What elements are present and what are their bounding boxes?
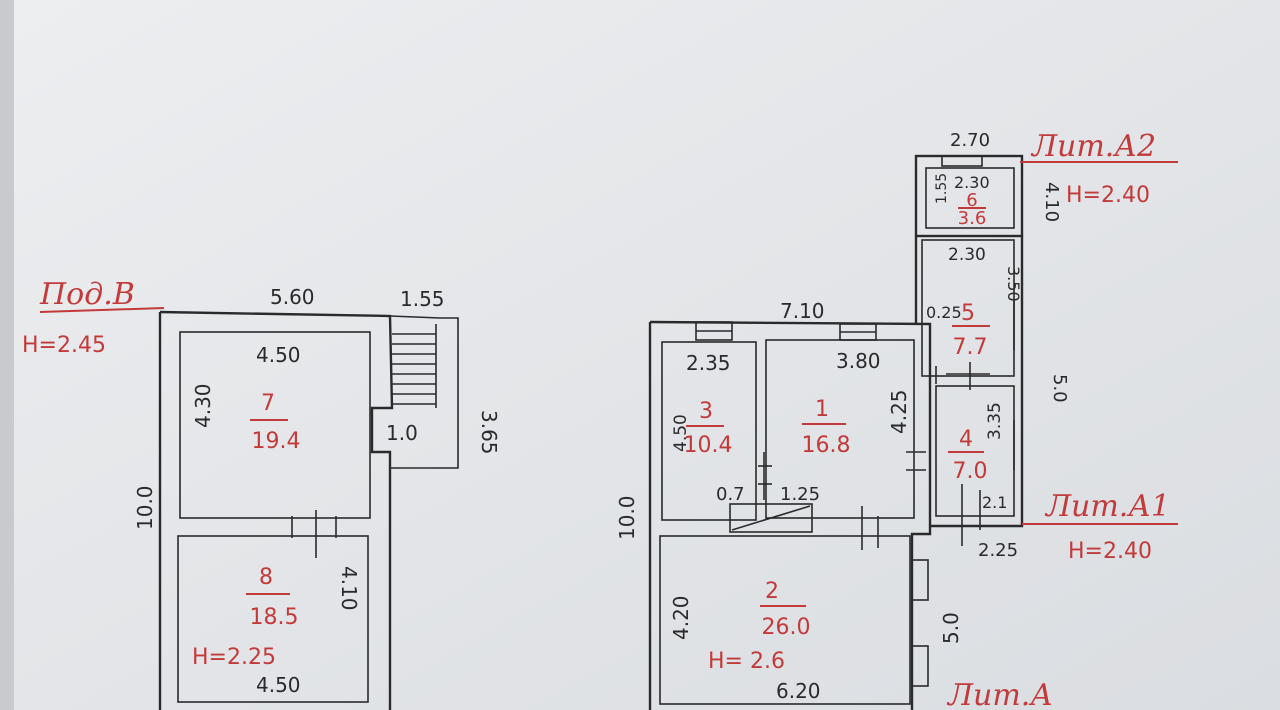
paper-left-edge <box>0 0 14 710</box>
room-3-outline <box>661 341 757 521</box>
room-8-label: 8 18.5 <box>246 565 298 630</box>
dim-3-50: 3.50 <box>1004 266 1023 302</box>
dim-1-0: 1.0 <box>386 421 418 445</box>
room-7-number: 7 <box>261 391 275 416</box>
dim-10-0-basement: 10.0 <box>133 485 157 530</box>
room-6-area: 3.6 <box>958 208 987 229</box>
room-1-area: 16.8 <box>802 433 851 458</box>
door-room7-room8 <box>291 510 337 558</box>
stair-steps <box>392 324 437 408</box>
dim-5-0-room2: 5.0 <box>939 612 963 644</box>
room-3-area: 10.4 <box>684 433 733 458</box>
label-h-basement: H=2.45 <box>22 333 106 358</box>
dim-6-20: 6.20 <box>776 679 821 703</box>
dim-2-35: 2.35 <box>686 351 731 375</box>
dim-1-55-room6: 1.55 <box>934 173 950 204</box>
label-h-room2: H= 2.6 <box>708 649 785 674</box>
room-3-number: 3 <box>699 399 713 424</box>
room-6-outline <box>925 167 1015 229</box>
dim-10-0-house: 10.0 <box>615 495 639 540</box>
room-4-number: 4 <box>959 427 973 452</box>
dim-2-25: 2.25 <box>978 540 1018 561</box>
dim-0-25: 0.25 <box>926 303 962 322</box>
house-windows <box>695 321 929 687</box>
room-8-outline <box>177 535 369 703</box>
room-3-label: 3 10.4 <box>684 399 733 458</box>
label-lit-a1: Лит.А1 <box>1044 489 1170 524</box>
dim-2-1: 2.1 <box>982 493 1007 512</box>
room-5-area: 7.7 <box>953 335 988 360</box>
room-6-label: 6 3.6 <box>958 190 987 229</box>
label-h-a2: H=2.40 <box>1066 183 1150 208</box>
room-2-number: 2 <box>765 579 779 604</box>
dim-2-70: 2.70 <box>950 130 990 151</box>
dim-4-25: 4.25 <box>887 389 911 434</box>
room-8-area: 18.5 <box>250 605 299 630</box>
house-doors <box>729 451 926 550</box>
label-lit-a2: Лит.А2 <box>1030 129 1156 164</box>
dim-7-10: 7.10 <box>780 299 825 323</box>
dim-3-35: 3.35 <box>985 402 1005 440</box>
room-5-number: 5 <box>961 301 975 326</box>
dim-3-80: 3.80 <box>836 349 881 373</box>
label-podval: Под.В <box>39 277 135 312</box>
underline-podval <box>39 307 165 313</box>
window-room-6 <box>941 155 983 167</box>
extension-plan <box>914 154 1024 546</box>
room-7-label: 7 19.4 <box>250 391 300 454</box>
room-6-number: 6 <box>966 190 977 211</box>
dim-5-60: 5.60 <box>270 285 315 309</box>
room-2-area: 26.0 <box>762 615 811 640</box>
room-2-label: 2 26.0 <box>760 579 810 640</box>
stair-enclosure <box>389 315 459 469</box>
extension-openings <box>935 300 1015 546</box>
room-8-number: 8 <box>259 565 273 590</box>
dim-1-55: 1.55 <box>400 287 445 311</box>
room-1-number: 1 <box>815 397 829 422</box>
dim-0-7: 0.7 <box>716 484 745 505</box>
dim-4-10-extension: 4.10 <box>1041 182 1062 222</box>
dim-4-50-room3: 4.50 <box>671 414 691 452</box>
room-1-label: 1 16.8 <box>802 397 851 458</box>
dim-4-50-room8: 4.50 <box>256 673 301 697</box>
room-4-label: 4 7.0 <box>948 427 988 484</box>
label-lit-a: Лит.А <box>946 678 1053 710</box>
dim-5-0-extension: 5.0 <box>1049 374 1070 403</box>
dim-4-20: 4.20 <box>669 595 693 640</box>
room-7-outline <box>179 331 371 519</box>
room-7-area: 19.4 <box>252 429 301 454</box>
dim-3-65: 3.65 <box>477 410 501 455</box>
dim-4-30: 4.30 <box>191 383 215 428</box>
extension-walls <box>914 236 1024 528</box>
label-h-room8: H=2.25 <box>192 645 276 670</box>
main-house-plan <box>648 320 932 710</box>
dim-4-50-room7: 4.50 <box>256 343 301 367</box>
room-2-outline <box>659 535 911 705</box>
dim-1-25: 1.25 <box>780 484 820 505</box>
label-h-a1: H=2.40 <box>1068 539 1152 564</box>
room-5-label: 5 7.7 <box>952 301 990 360</box>
room-4-area: 7.0 <box>953 459 988 484</box>
basement-plan <box>158 310 459 710</box>
dim-2-30-top: 2.30 <box>954 173 990 192</box>
dim-4-10-room8: 4.10 <box>337 566 361 611</box>
dim-2-30-room5: 2.30 <box>948 245 986 265</box>
